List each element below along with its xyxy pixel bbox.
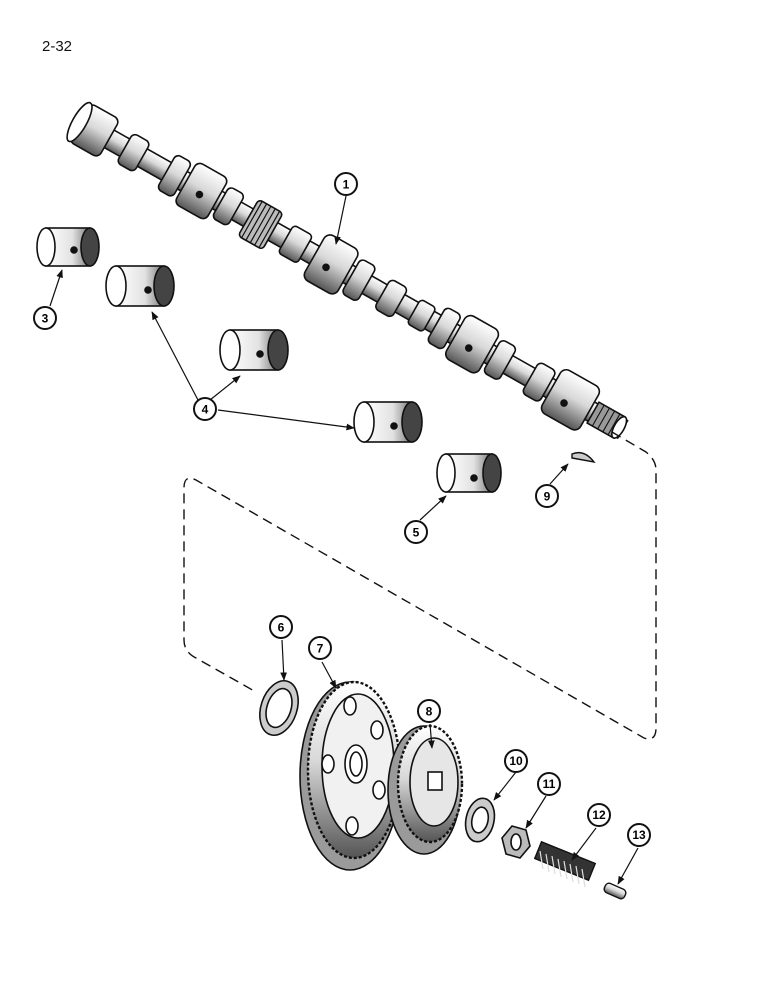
- bushing-front: [36, 227, 100, 267]
- camshaft: [66, 101, 629, 440]
- bushing-intermediate-2: [219, 329, 289, 371]
- svg-text:7: 7: [317, 642, 324, 656]
- callout-1: 1: [334, 172, 358, 196]
- svg-text:12: 12: [592, 808, 606, 822]
- svg-text:9: 9: [544, 490, 551, 504]
- compression-spring: [533, 840, 597, 888]
- svg-text:8: 8: [426, 705, 433, 719]
- svg-text:11: 11: [543, 777, 556, 791]
- svg-text:1: 1: [343, 178, 350, 192]
- page-number: 2-32: [42, 38, 73, 55]
- bushing-rear: [436, 453, 502, 493]
- camshaft-gear: [299, 680, 402, 871]
- svg-text:4: 4: [202, 403, 209, 417]
- bushing-intermediate-1: [105, 265, 175, 307]
- idler-gear: [387, 724, 464, 855]
- callout-9: 9: [535, 484, 559, 508]
- callout-8: 8: [417, 699, 441, 723]
- plunger-pin: [603, 882, 627, 900]
- svg-text:6: 6: [278, 621, 285, 635]
- callout-5: 5: [404, 520, 428, 544]
- callout-3: 3: [33, 306, 57, 330]
- callout-10: 10: [504, 749, 528, 773]
- bushing-intermediate-3: [353, 401, 423, 443]
- svg-text:3: 3: [42, 312, 49, 326]
- hex-nut: [501, 825, 531, 859]
- leader-lines: [49, 195, 639, 885]
- callout-7: 7: [308, 636, 332, 660]
- svg-text:10: 10: [509, 754, 523, 768]
- callout-13: 13: [627, 823, 651, 847]
- woodruff-key: [571, 451, 596, 464]
- callout-4: 4: [193, 397, 217, 421]
- washer: [464, 797, 496, 843]
- thrust-washer: [259, 679, 299, 737]
- svg-text:5: 5: [413, 526, 420, 540]
- callout-12: 12: [587, 803, 611, 827]
- callout-11: 11: [537, 772, 561, 796]
- callout-6: 6: [269, 615, 293, 639]
- svg-text:13: 13: [632, 828, 646, 842]
- assembly-path: [183, 431, 657, 740]
